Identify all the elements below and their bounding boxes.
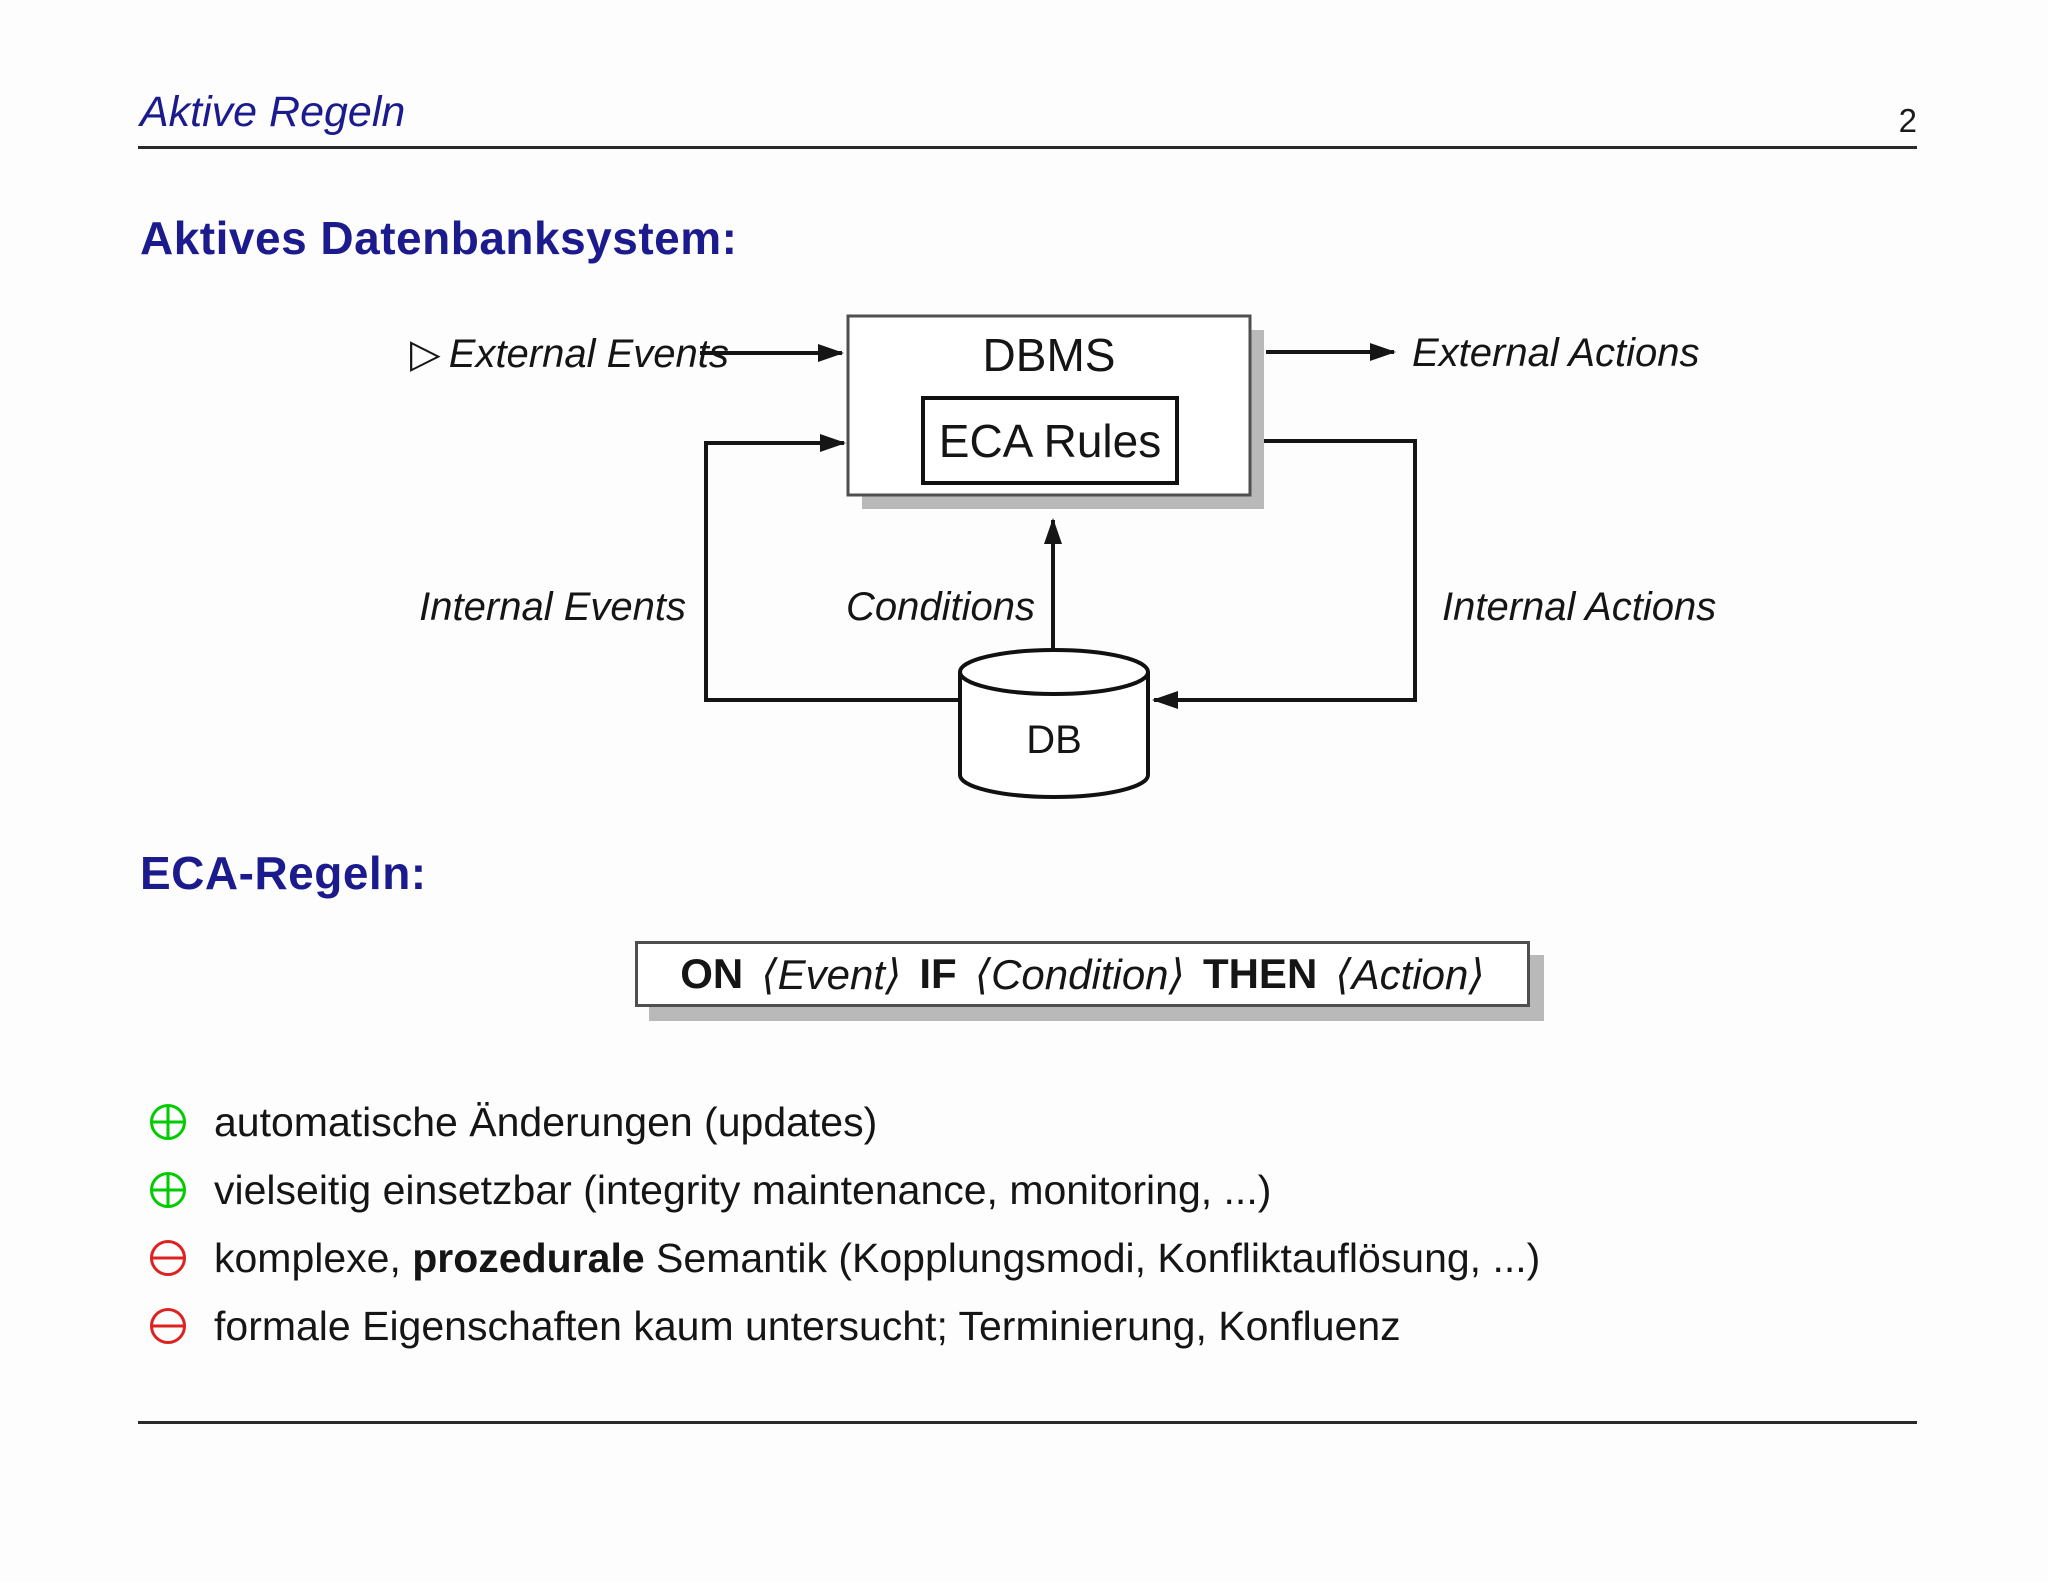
footer-rule [138,1421,1917,1424]
db-label: DB [1026,718,1082,762]
internal-events-line [704,434,960,702]
external-events-text: External Events [449,332,729,376]
list-item: automatische Änderungen (updates) [148,1088,877,1156]
list-item: komplexe, prozedurale Semantik (Kopplung… [148,1224,1540,1292]
external-events-label: ▷External Events [410,332,729,376]
external-actions-label: External Actions [1412,331,1700,375]
eca-rules-box-label: ECA Rules [939,415,1161,467]
bullet-text: formale Eigenschaften kaum untersucht; T… [214,1302,1401,1349]
eca-on-keyword: ON [680,950,744,997]
plus-circle-icon [150,1104,186,1140]
page-title: Aktive Regeln [140,88,406,136]
eca-action-placeholder: ⟨Action⟩ [1335,950,1485,998]
bullet-text: automatische Änderungen (updates) [214,1098,878,1145]
header-rule [138,146,1917,149]
internal-events-label: Internal Events [419,585,686,629]
eca-condition-placeholder: ⟨Condition⟩ [974,950,1185,998]
triangle-marker-icon: ▷ [410,332,441,376]
plus-circle-icon [150,1172,186,1208]
eca-rules-box [921,396,1179,485]
list-item: vielseitig einsetzbar (integrity mainten… [148,1156,1271,1224]
minus-circle-icon [150,1308,186,1344]
internal-actions-label: Internal Actions [1442,585,1716,629]
internal-actions-line [1152,439,1417,709]
conditions-label: Conditions [846,585,1035,629]
eca-rule-pattern-box: ON ⟨Event⟩ IF ⟨Condition⟩ THEN ⟨Action⟩ [635,941,1530,1007]
eca-event-placeholder: ⟨Event⟩ [761,950,902,998]
bullet-text: komplexe, prozedurale Semantik (Kopplung… [214,1234,1541,1281]
bullet-text: vielseitig einsetzbar (integrity mainten… [214,1166,1272,1213]
page-number: 2 [1898,102,1917,139]
minus-circle-icon [150,1240,186,1276]
section-heading-eca-regeln: ECA-Regeln: [140,847,427,899]
section-heading-aktives-datenbanksystem: Aktives Datenbanksystem: [140,212,738,264]
db-cylinder-body [958,672,1150,799]
eca-if-keyword: IF [919,950,957,997]
list-item: formale Eigenschaften kaum untersucht; T… [148,1292,1401,1360]
dbms-box-label: DBMS [983,329,1116,381]
db-cylinder-top [958,648,1150,696]
eca-then-keyword: THEN [1202,950,1318,997]
